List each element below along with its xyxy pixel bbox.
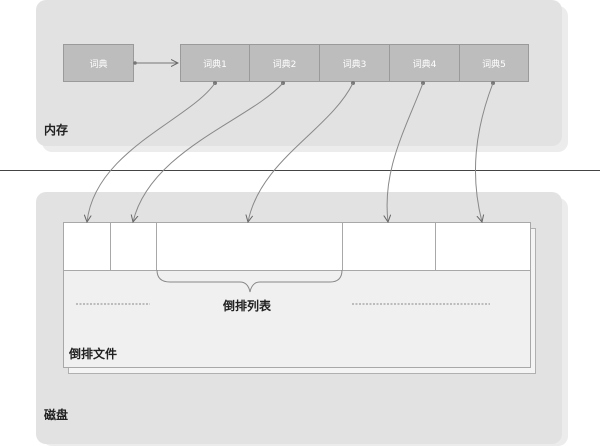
posting-cell-5 <box>436 223 530 270</box>
inverted-file-cells <box>64 223 530 271</box>
posting-cell-3 <box>157 223 343 270</box>
dictionary-entry-3: 词典3 <box>319 44 390 82</box>
posting-cell-4 <box>343 223 436 270</box>
memory-label: 内存 <box>44 123 69 137</box>
posting-cell-2 <box>111 223 157 270</box>
dictionary-entry-5: 词典5 <box>459 44 529 82</box>
disk-label: 磁盘 <box>44 408 69 422</box>
inverted-list-label: 倒排列表 <box>223 299 272 313</box>
dictionary-box: 词典 <box>63 44 134 82</box>
divider-line <box>0 170 600 171</box>
dictionary-entry-4: 词典4 <box>389 44 460 82</box>
posting-cell-1 <box>64 223 111 270</box>
inverted-file <box>63 222 531 368</box>
inverted-file-label: 倒排文件 <box>69 347 118 361</box>
dictionary-entry-1: 词典1 <box>180 44 250 82</box>
dictionary-entry-2: 词典2 <box>249 44 320 82</box>
